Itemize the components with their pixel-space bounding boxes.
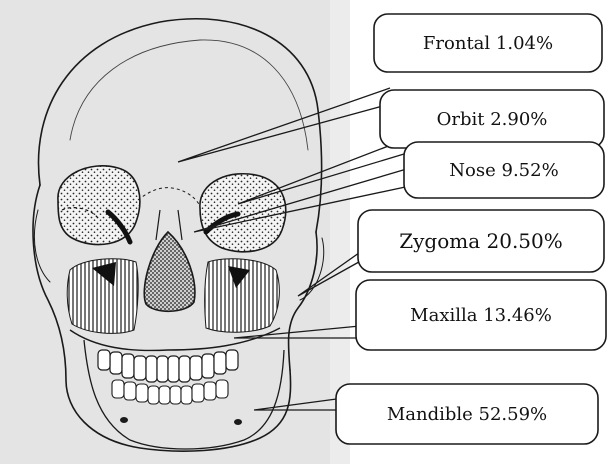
left-orbit bbox=[58, 166, 140, 245]
right-orbit bbox=[200, 174, 286, 252]
left-mental-foramen bbox=[120, 417, 128, 423]
mandible-label: Mandible 52.59% bbox=[336, 384, 598, 444]
zygoma-label: Zygoma 20.50% bbox=[358, 210, 604, 272]
frontal-label: Frontal 1.04% bbox=[374, 14, 602, 72]
maxilla-label: Maxilla 13.46% bbox=[356, 280, 606, 350]
orbit-label: Orbit 2.90% bbox=[380, 90, 604, 148]
right-mental-foramen bbox=[234, 419, 242, 425]
nose-label: Nose 9.52% bbox=[404, 142, 604, 198]
